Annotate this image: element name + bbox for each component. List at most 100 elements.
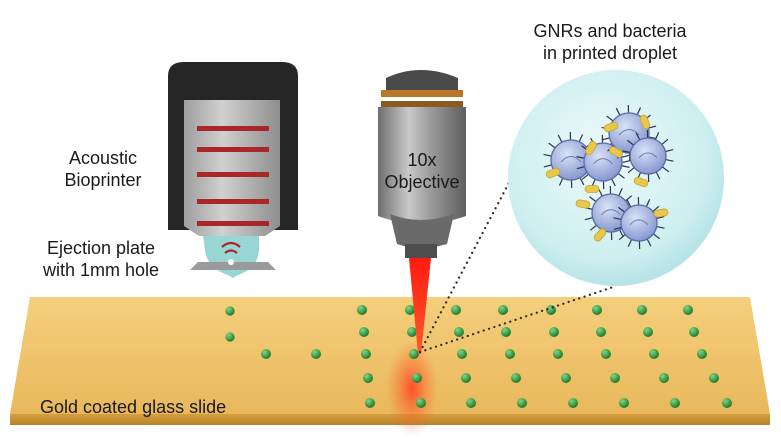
bacterium-pilus xyxy=(557,134,563,143)
bacterium-pilus xyxy=(621,165,630,168)
bacterium-membrane xyxy=(593,158,613,165)
gold-nanorod xyxy=(639,114,651,130)
objective-ring xyxy=(381,90,463,97)
gold-nanorod xyxy=(653,208,669,218)
bacterium-pilus xyxy=(661,166,670,173)
droplet-label-line: in printed droplet xyxy=(542,43,678,63)
falling-droplet xyxy=(225,306,235,316)
ejection-plate-label-line: with 1mm hole xyxy=(42,260,160,280)
bacterium-pilus xyxy=(618,234,626,241)
bacterium-pilus xyxy=(611,178,616,187)
printed-droplet xyxy=(601,349,611,359)
printed-droplet xyxy=(697,349,707,359)
printed-droplet xyxy=(365,398,375,408)
printed-droplet xyxy=(683,305,693,315)
gold-nanorod xyxy=(603,121,619,133)
bacterium-pilus xyxy=(598,188,603,197)
transducer-band xyxy=(197,172,269,177)
printed-droplet xyxy=(553,349,563,359)
bacterium-pilus xyxy=(589,224,597,231)
bacterium-pilus xyxy=(589,196,597,202)
bacterium-pilus xyxy=(606,115,614,122)
objective-label-line: Objective xyxy=(384,172,460,192)
bacterium-pilus xyxy=(648,125,657,129)
bacterium-pilus xyxy=(645,199,651,207)
bacterium-pilus xyxy=(613,226,622,230)
bacterium-pilus xyxy=(661,138,669,145)
acoustic-wave-icon xyxy=(224,249,238,254)
printed-droplet xyxy=(596,327,606,337)
bacterium-membrane xyxy=(560,156,582,163)
printed-droplet xyxy=(561,373,571,383)
printed-droplet xyxy=(454,327,464,337)
ejection-plate-wing xyxy=(190,262,276,270)
droplet-sphere xyxy=(508,70,724,286)
bacterium-pilus xyxy=(626,139,635,146)
printed-droplet xyxy=(670,398,680,408)
bacterium-pilus xyxy=(578,134,584,143)
bacterium-pilus xyxy=(617,206,626,213)
bacterium-pilus xyxy=(665,158,674,162)
falling-droplet xyxy=(225,332,235,342)
printed-droplet xyxy=(261,349,271,359)
glass-slide xyxy=(10,297,770,436)
printed-droplet xyxy=(709,373,719,383)
slide-top-surface xyxy=(10,297,770,414)
bacterium-pilus xyxy=(576,156,585,159)
bacterium-pilus xyxy=(579,177,585,186)
printed-droplet xyxy=(412,373,422,383)
bacterium-pilus xyxy=(619,229,624,238)
objective-tip xyxy=(405,244,437,258)
printed-droplet xyxy=(568,398,578,408)
bacterium-pilus xyxy=(656,225,665,229)
bacterium-pilus xyxy=(622,150,631,154)
bioprinter-label-line: Bioprinter xyxy=(64,170,142,190)
magnified-droplet xyxy=(508,70,724,286)
printed-droplet xyxy=(637,305,647,315)
transducer-band xyxy=(197,221,269,226)
printed-droplet xyxy=(649,349,659,359)
bacterium-pilus xyxy=(613,217,622,221)
printed-droplet xyxy=(405,305,415,315)
bacterium-pilus xyxy=(601,137,610,141)
ejected-droplets xyxy=(225,306,235,342)
printed-droplet xyxy=(549,327,559,337)
printed-droplet xyxy=(466,398,476,408)
printed-droplet xyxy=(592,305,602,315)
transducer-band xyxy=(197,126,269,131)
bacterium-pilus xyxy=(652,205,660,212)
bacterium-pilus xyxy=(655,171,661,180)
transducer-band xyxy=(197,147,269,152)
bacterium-pilus xyxy=(636,107,642,116)
printed-droplet xyxy=(359,327,369,337)
printed-droplet xyxy=(517,398,527,408)
printed-droplet xyxy=(659,373,669,383)
droplet-label: GNRs and bacteria in printed droplet xyxy=(510,20,710,64)
bacterium-pilus xyxy=(627,239,633,247)
gold-nanorod xyxy=(584,185,600,193)
bacterium-pilus xyxy=(652,233,661,240)
bacterium-membrane xyxy=(629,219,649,226)
objective-body xyxy=(378,107,466,224)
transducer-band xyxy=(197,199,269,204)
gold-nanorod xyxy=(609,146,623,158)
printed-droplet xyxy=(511,373,521,383)
bioprinter-body xyxy=(184,100,280,236)
printed-droplet xyxy=(498,305,508,315)
bacterium-pilus xyxy=(635,132,641,141)
ejection-plate-label-line: Ejection plate xyxy=(46,238,156,258)
bacterium-membrane xyxy=(601,209,621,216)
printed-droplet xyxy=(407,327,417,337)
objective-label: 10x Objective xyxy=(377,149,467,193)
printed-droplet xyxy=(505,349,515,359)
bacterium xyxy=(622,129,674,183)
printed-droplet xyxy=(361,349,371,359)
bacterium-cell xyxy=(620,204,658,242)
gold-nanorod xyxy=(633,176,649,188)
laser-glow-spot xyxy=(386,340,438,436)
laser-beam xyxy=(409,258,431,354)
bacterium-pilus xyxy=(543,153,552,157)
bacterium-pilus xyxy=(665,149,674,153)
printed-droplet xyxy=(311,349,321,359)
